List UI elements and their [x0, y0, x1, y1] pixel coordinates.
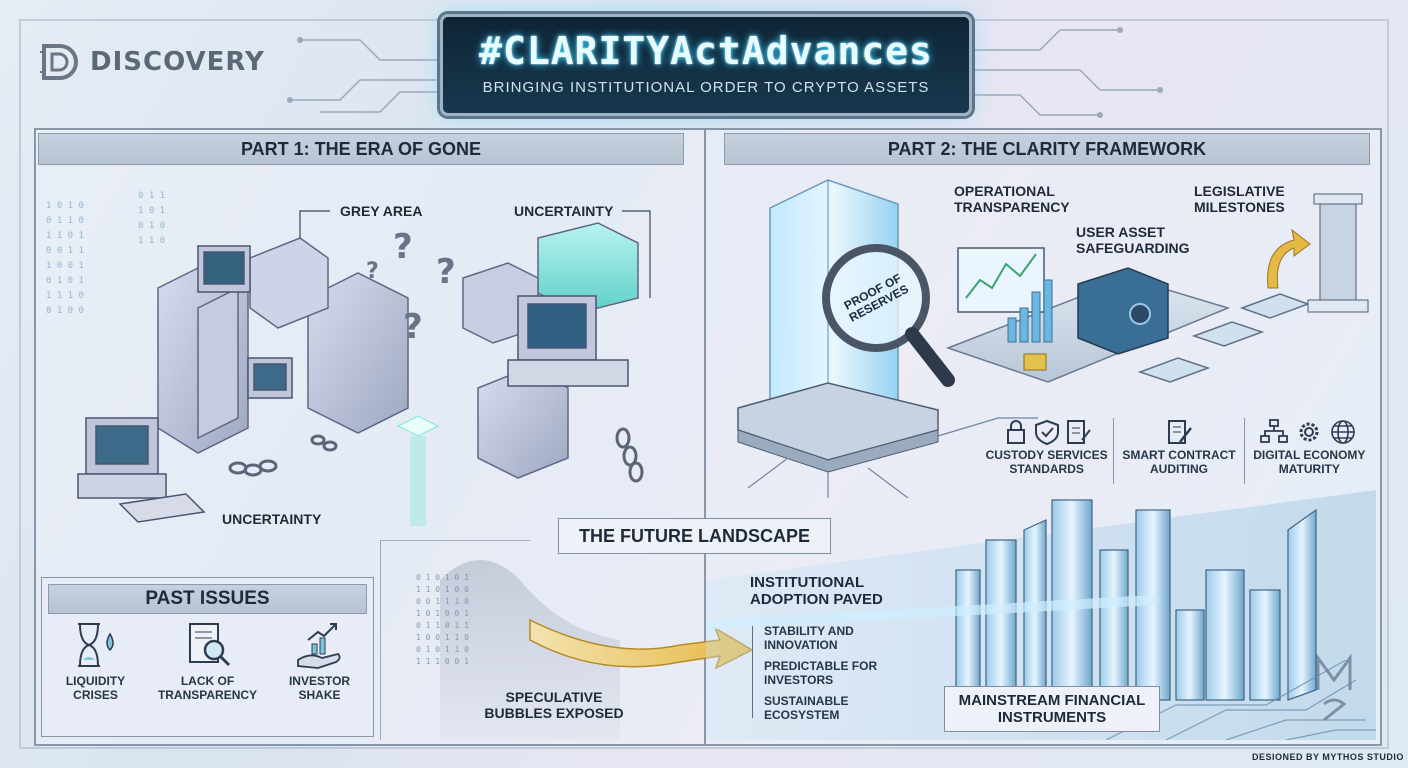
- brand: DISCOVERY: [38, 40, 265, 84]
- title-banner: #CLARITYActAdvances BRINGING INSTITUTION…: [440, 14, 972, 116]
- benefit-item: STABILITY AND INNOVATION: [764, 624, 854, 652]
- svg-text:1 1 0 1 0 0: 1 1 0 1 0 0: [416, 585, 469, 594]
- svg-text:?: ?: [403, 307, 423, 347]
- network-icon: [1260, 419, 1289, 443]
- part2-header: PART 2: THE CLARITY FRAMEWORK: [724, 133, 1370, 165]
- future-city-illustration: [706, 490, 1376, 740]
- svg-text:?: ?: [393, 227, 413, 267]
- svg-text:0 1 1: 0 1 1: [138, 191, 165, 201]
- brand-name: DISCOVERY: [90, 47, 265, 77]
- svg-text:1 1 1 0 0 1: 1 1 1 0 0 1: [416, 657, 469, 666]
- svg-text:1 1 0 1: 1 1 0 1: [46, 231, 84, 241]
- svg-text:0 1 0 0: 0 1 0 0: [46, 306, 84, 316]
- benefits-bracket: [752, 626, 759, 718]
- svg-text:1 0 1: 1 0 1: [138, 206, 165, 216]
- safe-icon: [1077, 267, 1169, 355]
- svg-text:0 0 1 1 1 0: 0 0 1 1 1 0: [416, 597, 469, 606]
- globe-icon: [1331, 420, 1356, 444]
- svg-text:1 0 0 1 1 0: 1 0 0 1 1 0: [416, 633, 469, 642]
- svg-text:1 0 1 0 0 1: 1 0 1 0 0 1: [416, 609, 469, 618]
- svg-text:0 1 0: 0 1 0: [138, 221, 165, 231]
- svg-text:0 1 0 1 0 1: 0 1 0 1 0 1: [416, 573, 469, 582]
- legislative-pillar: [1307, 193, 1369, 313]
- uncertainty-label-bottom: UNCERTAINTY: [222, 511, 322, 527]
- speculative-bubble-graphic: 0 1 0 1 0 1 1 1 0 1 0 0 0 0 1 1 1 0 1 0 1 …: [380, 540, 754, 740]
- svg-text:1 1 1 0: 1 1 1 0: [46, 291, 84, 301]
- svg-text:0 1 1 0: 0 1 1 0: [46, 216, 84, 226]
- past-issue-label: LACK OF TRANSPARENCY: [157, 674, 258, 702]
- title-hashtag: #CLARITYActAdvances: [479, 29, 933, 73]
- proof-of-reserves-magnifier: [822, 244, 955, 387]
- broken-chain: [228, 427, 644, 483]
- past-issue-item: INVESTOR SHAKE: [275, 620, 365, 702]
- benefits-list: STABILITY AND INNOVATION PREDICTABLE FOR…: [764, 624, 884, 722]
- gear-icon: [1299, 422, 1319, 442]
- mainstream-instruments-label: MAINSTREAM FINANCIAL INSTRUMENTS: [944, 686, 1160, 732]
- future-landscape-header: THE FUTURE LANDSCAPE: [558, 518, 832, 554]
- past-issue-item: LACK OF TRANSPARENCY: [158, 620, 258, 702]
- studio-monogram: [1316, 653, 1352, 722]
- contract-pen-icon: [1167, 420, 1192, 444]
- svg-text:0 1 0 1 1 0: 0 1 0 1 1 0: [416, 645, 469, 654]
- operational-transparency-label: OPERATIONAL TRANSPARENCY: [954, 183, 1070, 215]
- title-subtitle: BRINGING INSTITUTIONAL ORDER TO CRYPTO A…: [482, 79, 930, 96]
- question-marks: ? ? ? ?: [366, 227, 456, 347]
- d-logo-icon: [40, 44, 78, 80]
- binary-rain: 1 0 1 0 0 1 1 0 1 1 0 1 0 0 1 1 1 0 0 1 0 1 …: [46, 191, 165, 316]
- past-issue-label: INVESTOR SHAKE: [288, 674, 351, 702]
- lock-icon: [1006, 420, 1025, 444]
- svg-text:1 0 1 0: 1 0 1 0: [46, 201, 84, 211]
- pillar-digital-economy: DIGITAL ECONOMY MATURITY: [1245, 418, 1374, 484]
- grey-area-label: GREY AREA: [340, 203, 423, 219]
- svg-text:1 1 0: 1 1 0: [138, 236, 165, 246]
- past-issues-title: PAST ISSUES: [48, 584, 367, 614]
- document-pen-icon: [1066, 420, 1091, 444]
- hand-chart-icon: [296, 623, 340, 669]
- svg-text:0 0 1 1: 0 0 1 1: [46, 246, 84, 256]
- past-issue-label: LIQUIDITY CRISES: [65, 674, 126, 702]
- svg-text:?: ?: [366, 259, 379, 284]
- speculative-label: SPECULATIVE BUBBLES EXPOSED: [484, 689, 624, 721]
- part1-header: PART 1: THE ERA OF GONE: [38, 133, 684, 165]
- framework-pillars: CUSTODY SERVICES STANDARDS SMART CONTRAC…: [980, 418, 1374, 484]
- hourglass-drop-icon: [77, 623, 114, 667]
- institutional-adoption-label: INSTITUTIONAL ADOPTION PAVED: [750, 574, 883, 608]
- user-asset-safeguarding-label: USER ASSET SAFEGUARDING: [1076, 224, 1190, 256]
- benefit-item: PREDICTABLE FOR INVESTORS: [764, 659, 878, 687]
- pillar-label: SMART CONTRACT AUDITING: [1122, 448, 1236, 476]
- part2-illustration: [737, 179, 1369, 498]
- designer-credit: DESIONED BY MYTHOS STUDIO: [1252, 752, 1404, 762]
- legislative-milestones-label: LEGISLATIVE MILESTONES: [1194, 183, 1285, 215]
- svg-text:1 0 0 1: 1 0 0 1: [46, 261, 84, 271]
- past-issue-item: LIQUIDITY CRISES: [51, 620, 141, 702]
- pillar-custody: CUSTODY SERVICES STANDARDS: [980, 418, 1115, 484]
- part1-illustration: 1 0 1 0 0 1 1 0 1 1 0 1 0 0 1 1 1 0 0 1 0 1 …: [46, 191, 651, 526]
- benefit-item: SUSTAINABLE ECOSYSTEM: [764, 694, 849, 722]
- past-issues-box: PAST ISSUES LIQUIDITY CRISES LACK OF TRA…: [41, 577, 374, 737]
- pillar-label: CUSTODY SERVICES STANDARDS: [985, 448, 1108, 476]
- uncertainty-label-top: UNCERTAINTY: [514, 203, 614, 219]
- pillar-label: DIGITAL ECONOMY MATURITY: [1253, 448, 1366, 476]
- milestone-arrow: [1267, 228, 1311, 289]
- shield-check-icon: [1034, 419, 1059, 446]
- glowing-core: [396, 415, 440, 526]
- svg-text:?: ?: [436, 252, 456, 292]
- svg-text:0 1 0 1: 0 1 0 1: [46, 276, 84, 286]
- pillar-smart-contract: SMART CONTRACT AUDITING: [1114, 418, 1245, 484]
- old-computers: [77, 245, 629, 523]
- svg-text:0 1 1 0 1 1: 0 1 1 0 1 1: [416, 621, 469, 630]
- document-magnifier-icon: [188, 623, 230, 667]
